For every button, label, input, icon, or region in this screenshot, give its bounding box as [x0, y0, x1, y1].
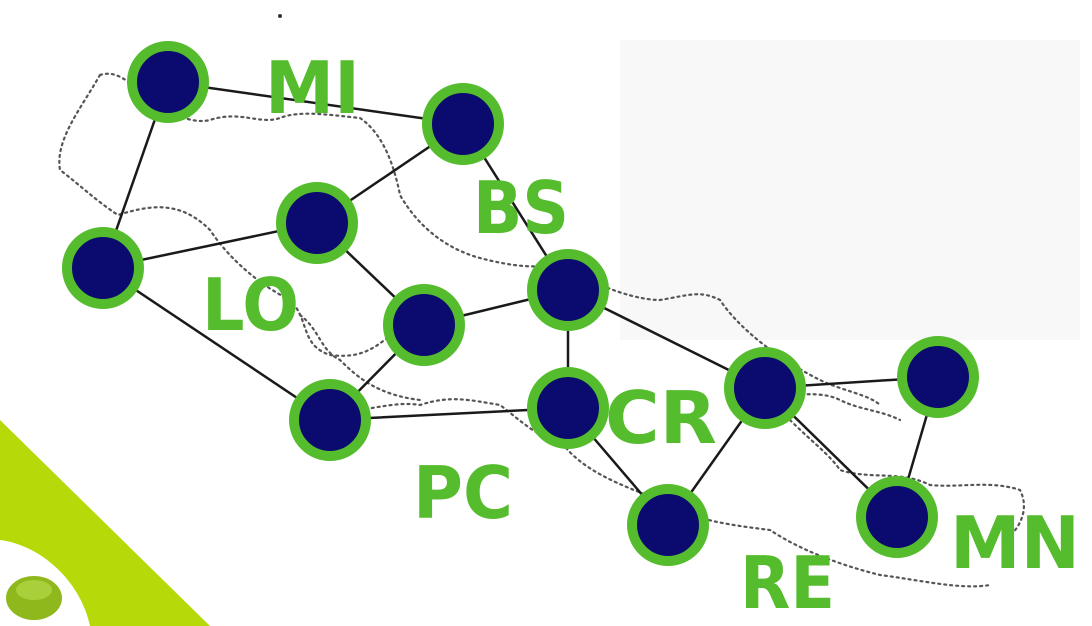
background-shade — [620, 40, 1080, 340]
node-cr[interactable] — [527, 249, 609, 331]
border-lombardy-outline — [58, 73, 402, 357]
node-mn[interactable] — [856, 476, 938, 558]
label-re: RE — [740, 541, 835, 625]
border-east-upper — [558, 260, 882, 407]
label-pc: PC — [413, 451, 513, 535]
node-mi[interactable] — [127, 41, 209, 123]
nodes — [62, 41, 979, 566]
border-south — [298, 313, 422, 402]
node-lo[interactable] — [62, 227, 144, 309]
edge-mi-bs — [166, 80, 465, 126]
label-mi: MI — [265, 46, 360, 130]
border-east-lower — [788, 418, 1025, 547]
node-fe[interactable] — [897, 336, 979, 418]
node-mr[interactable] — [527, 367, 609, 449]
region-labels: MI BS LO CR PC RE MN — [202, 46, 1080, 625]
ink-dot — [278, 14, 282, 18]
corner-decoration — [0, 420, 210, 626]
label-lo: LO — [202, 263, 299, 347]
node-mo[interactable] — [724, 347, 806, 429]
node-be[interactable] — [276, 182, 358, 264]
node-pc[interactable] — [289, 379, 371, 461]
label-cr: CR — [605, 376, 717, 460]
border-central — [328, 398, 992, 588]
node-md[interactable] — [383, 284, 465, 366]
node-re[interactable] — [627, 484, 709, 566]
node-bs[interactable] — [422, 83, 504, 165]
label-mn: MN — [950, 501, 1080, 585]
label-bs: BS — [473, 166, 569, 250]
edge-lo-pc — [101, 266, 332, 422]
corner-bubble-highlight — [16, 580, 52, 600]
